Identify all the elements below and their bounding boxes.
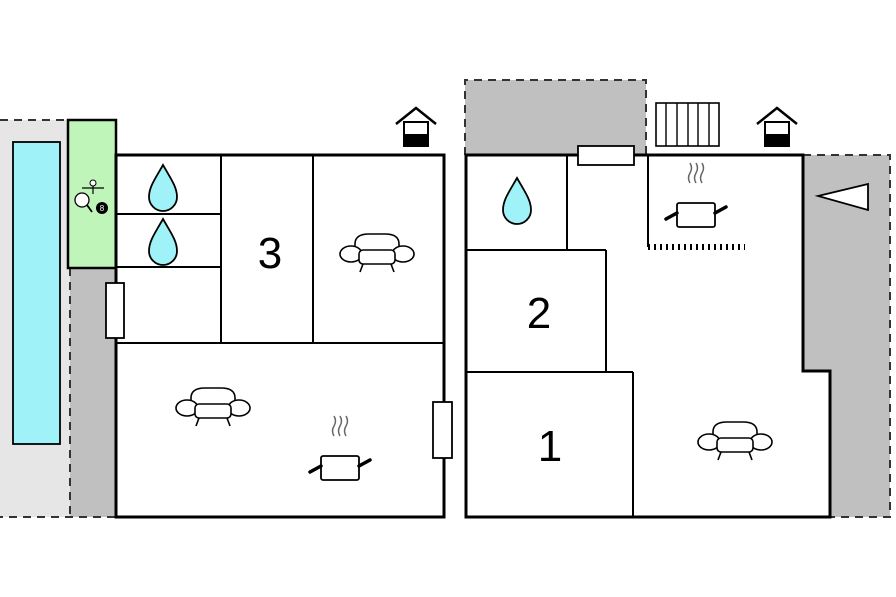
right-building-outline: [464, 153, 832, 519]
svg-text:8: 8: [100, 204, 105, 213]
fence-icon: [655, 102, 720, 147]
house-entrance-icon: [394, 106, 438, 148]
sofa-icon: [175, 387, 251, 427]
water-drop-icon: [148, 164, 178, 212]
room-number-2: 2: [527, 289, 551, 338]
games-room-icon: 8: [74, 179, 108, 214]
window: [577, 145, 635, 166]
swimming-pool: [12, 141, 61, 445]
water-drop-icon: [502, 177, 532, 225]
room-number-1: 1: [538, 422, 562, 471]
window: [432, 401, 453, 459]
cooking-pot-icon: [308, 414, 372, 482]
room-number-3: 3: [258, 229, 282, 278]
plot-boundary-left: [0, 119, 115, 518]
sofa-icon: [697, 421, 773, 461]
garden-area: [803, 155, 890, 517]
cooking-pot-icon: [664, 161, 728, 229]
plot-boundary-right: [803, 154, 891, 518]
direction-arrow-icon: [814, 182, 869, 212]
house-entrance-icon: [755, 106, 799, 148]
window: [105, 282, 125, 339]
parking-area: [465, 80, 646, 155]
sofa-icon: [339, 233, 415, 273]
water-drop-icon: [148, 218, 178, 266]
games-room: [66, 118, 118, 270]
